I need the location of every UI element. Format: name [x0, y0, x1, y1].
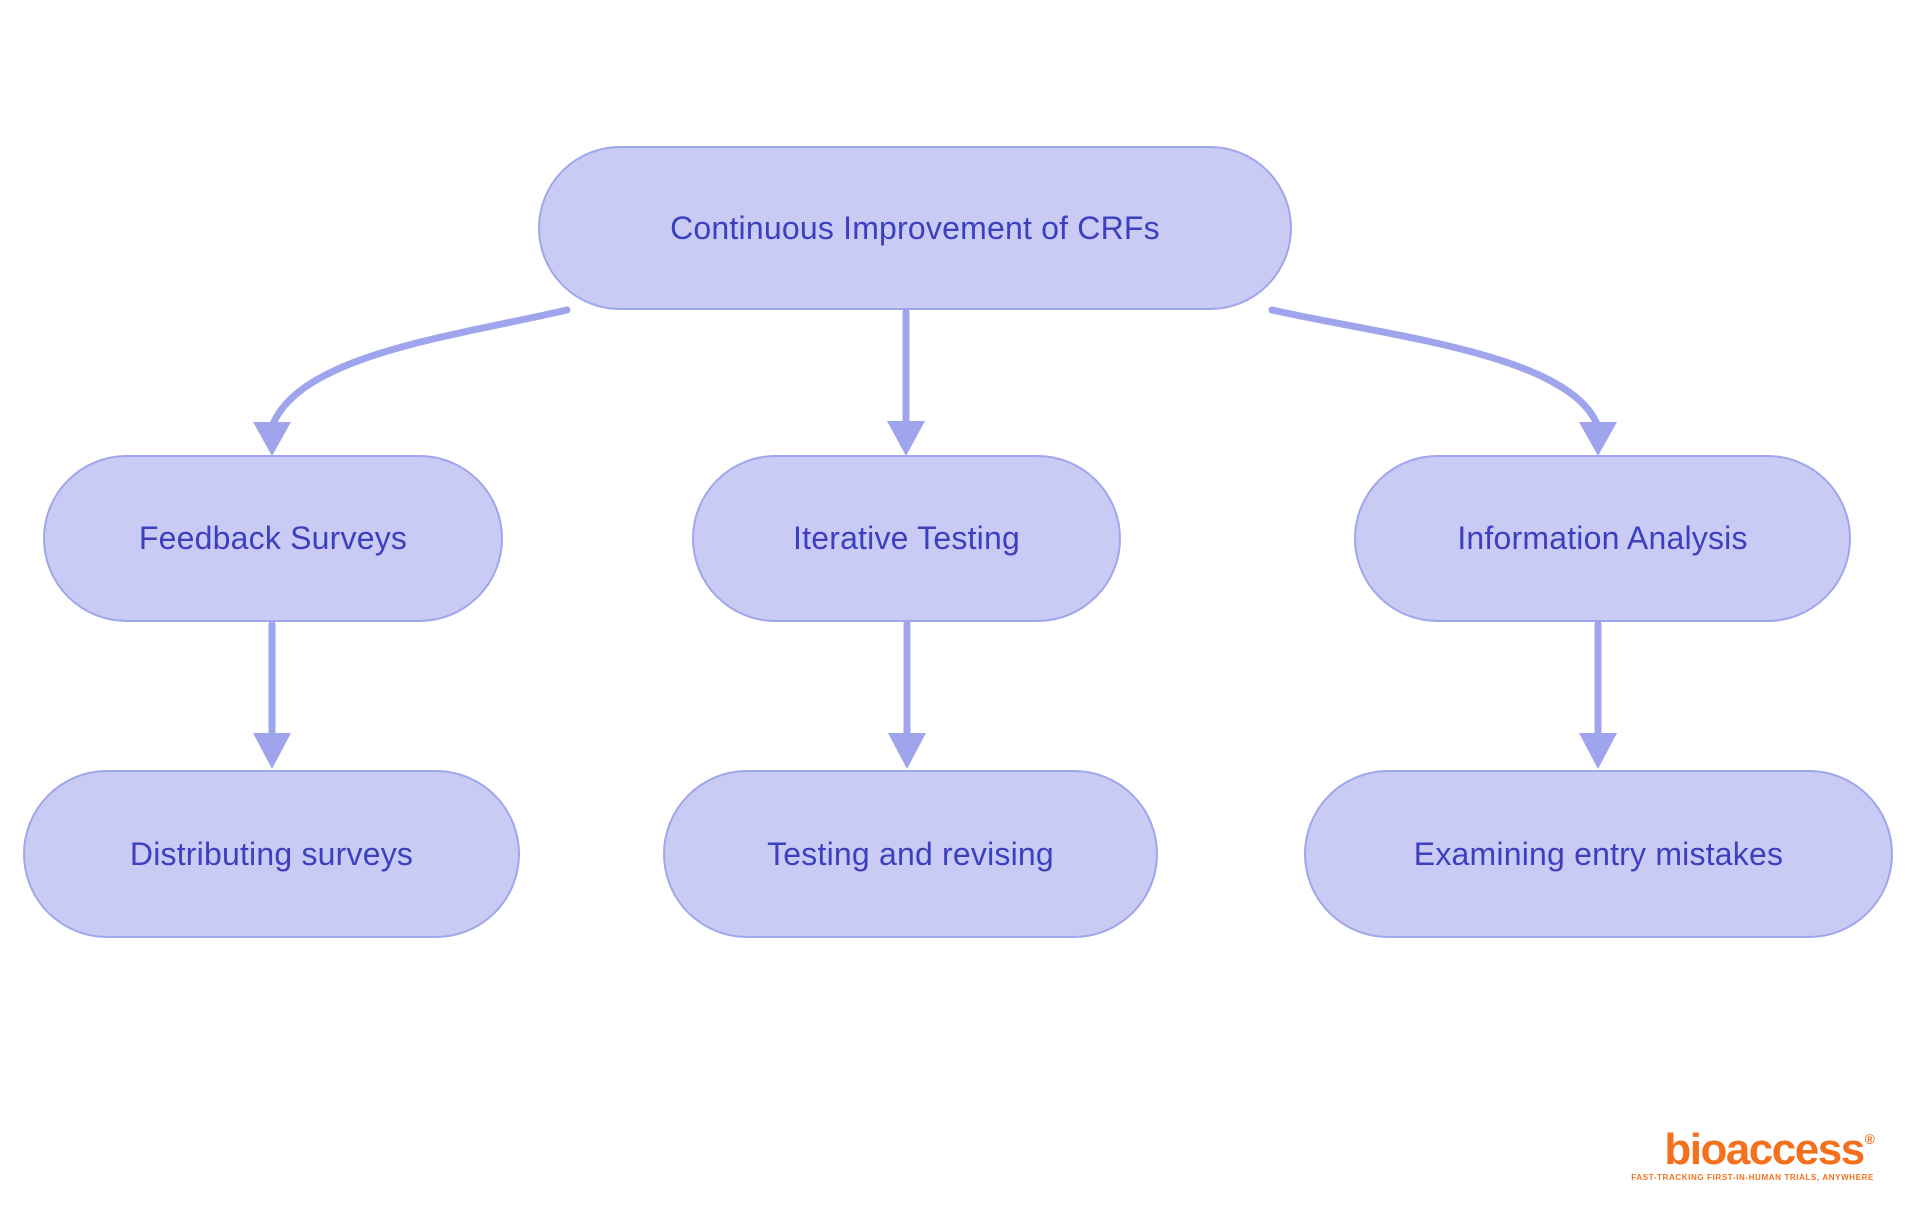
connector-root-information — [1268, 306, 1617, 456]
connector-feedback-distributing — [253, 620, 291, 769]
node-information-analysis: Information Analysis — [1354, 455, 1851, 622]
connector-information-examining — [1579, 620, 1617, 769]
node-label: Information Analysis — [1457, 520, 1748, 556]
logo-tagline: FAST-TRACKING FIRST-IN-HUMAN TRIALS, ANY… — [1631, 1173, 1874, 1182]
node-feedback-surveys: Feedback Surveys — [43, 455, 503, 622]
node-continuous-improvement: Continuous Improvement of CRFs — [538, 146, 1292, 310]
registered-trademark-icon: ® — [1864, 1131, 1875, 1147]
arrowhead-down-icon — [1579, 733, 1617, 769]
node-label: Iterative Testing — [793, 520, 1020, 556]
connector-root-iterative — [887, 308, 925, 456]
arrowhead-down-icon — [1579, 422, 1617, 456]
arrowhead-down-icon — [887, 421, 925, 456]
logo-wordmark-text: bioaccess — [1664, 1125, 1865, 1174]
arrowhead-down-icon — [888, 733, 926, 769]
node-examining-mistakes: Examining entry mistakes — [1304, 770, 1893, 938]
connector-iterative-testing — [888, 620, 926, 769]
bioaccess-logo: bioaccess® FAST-TRACKING FIRST-IN-HUMAN … — [1631, 1125, 1875, 1183]
node-label: Feedback Surveys — [138, 520, 408, 556]
arrowhead-down-icon — [253, 733, 291, 769]
logo-wordmark: bioaccess® — [1631, 1125, 1875, 1174]
node-label: Testing and revising — [767, 835, 1054, 872]
node-label: Distributing surveys — [129, 835, 414, 872]
node-testing-and-revising: Testing and revising — [663, 770, 1158, 938]
node-distributing-surveys: Distributing surveys — [23, 770, 520, 938]
connector-curve — [269, 306, 571, 428]
connector-root-feedback — [253, 306, 571, 456]
node-iterative-testing: Iterative Testing — [692, 455, 1121, 622]
connector-curve — [1268, 306, 1601, 428]
arrowhead-down-icon — [253, 422, 291, 456]
node-label: Examining entry mistakes — [1413, 835, 1784, 872]
node-label: Continuous Improvement of CRFs — [670, 209, 1160, 246]
